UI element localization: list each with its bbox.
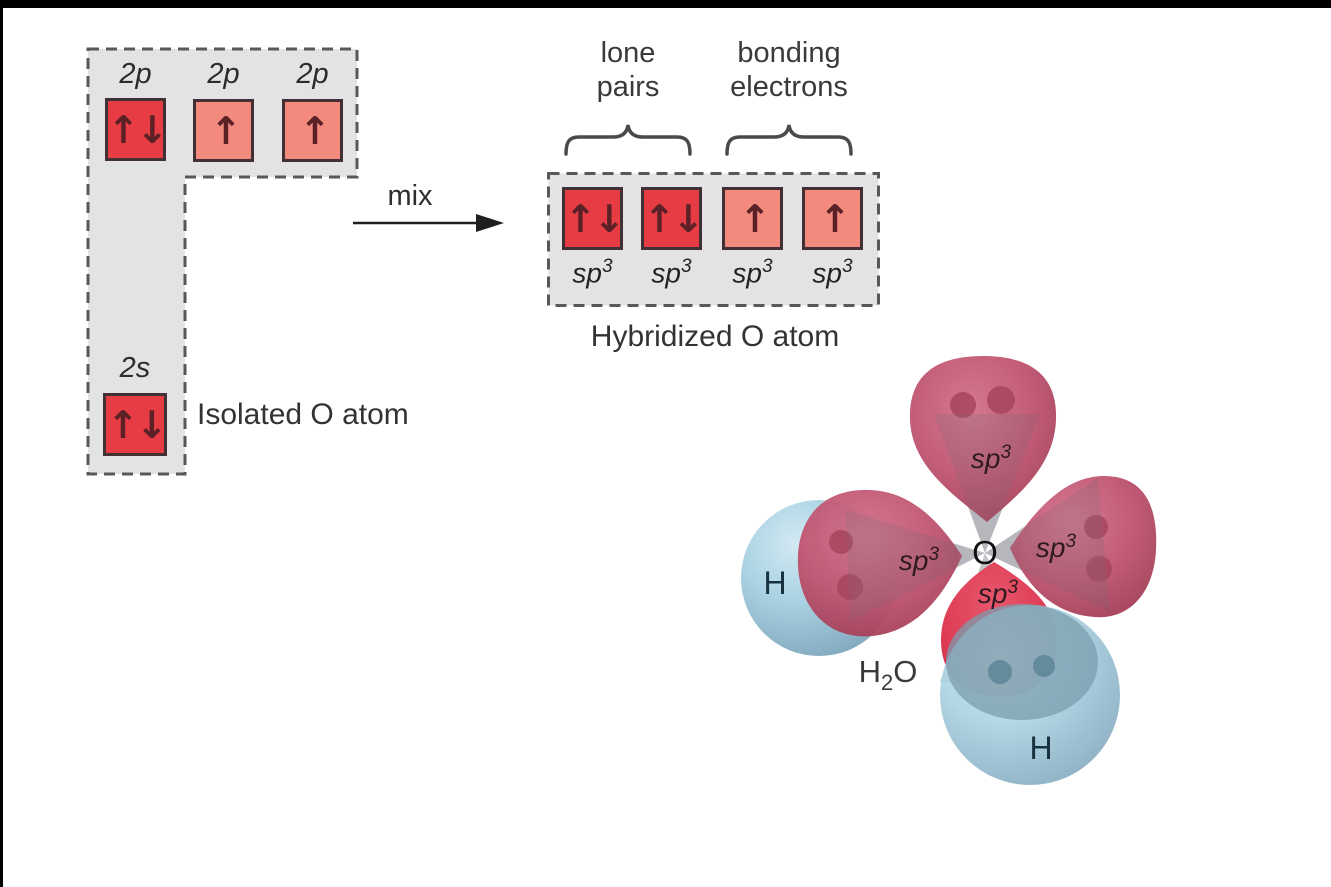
h2o-formula: H2O (859, 654, 918, 695)
isolated-caption: Isolated O atom (197, 398, 409, 431)
mix-label: mix (387, 180, 433, 212)
sp3-lobe-label-bottom: sp3 (978, 577, 1019, 609)
dot (837, 574, 863, 600)
orbital-box-2p-single-2: ↑ (282, 99, 343, 162)
electron-arrows: ↑ (210, 108, 242, 153)
orbital-cones-over (846, 414, 1110, 622)
orbital-box-2s: ↑↓ (103, 393, 168, 456)
orbital-label-2s: 2s (119, 352, 151, 384)
hybrid-box-3: ↑ (722, 187, 783, 250)
hydrogen-label-left: H (763, 565, 786, 601)
hybrid-box-2: ↑↓ (641, 187, 705, 250)
dot (987, 386, 1015, 414)
electron-arrows: ↑↓ (643, 196, 705, 241)
bonding-line1: bonding (737, 37, 841, 69)
orbital-label-2p-1: 2p (119, 58, 152, 90)
orbital-label-2p-3: 2p (296, 58, 329, 90)
sp3-lobe-label-left: sp3 (899, 544, 940, 576)
sp-sup: 3 (762, 256, 773, 277)
top-black-bar (0, 0, 1331, 8)
sp-sup: 3 (842, 256, 853, 277)
electron-arrows: ↑ (819, 196, 851, 241)
cone-top-over (934, 414, 1040, 553)
sp-base: sp (651, 257, 681, 289)
dot (950, 392, 976, 418)
hydrogen-label-bottom: H (1029, 730, 1052, 766)
lone-pairs-line2: pairs (596, 71, 660, 103)
electron-arrows: ↑ (299, 108, 331, 153)
sp-base: sp (572, 257, 602, 289)
sp3-label-4: sp3 (802, 256, 863, 289)
dot (1084, 515, 1108, 539)
lobe-left (797, 489, 962, 637)
mix-arrow (353, 214, 504, 232)
sp-base: sp (732, 257, 762, 289)
lobe-through-sphere (946, 604, 1098, 720)
brace-path (564, 124, 692, 156)
dot (1033, 655, 1055, 677)
sp3-lobe-label-top: sp3 (971, 442, 1012, 474)
sp-sup: 3 (602, 256, 613, 277)
electron-arrows: ↑↓ (107, 107, 169, 152)
hybrid-box-1: ↑↓ (562, 187, 626, 250)
dot (829, 530, 853, 554)
sp-sup: 3 (681, 256, 692, 277)
sp3-label-3: sp3 (722, 256, 783, 289)
electron-arrows: ↑↓ (107, 402, 168, 447)
lone-pairs-label: lone pairs (563, 36, 693, 104)
sp3-label-1: sp3 (562, 256, 623, 289)
brace-path (725, 124, 853, 156)
cone-right-over (985, 478, 1110, 612)
lobe-right (1010, 476, 1157, 618)
lone-pairs-line1: lone (600, 37, 656, 69)
lobe-electron-dots (829, 386, 1112, 600)
electron-arrows: ↑↓ (564, 196, 626, 241)
orbital-box-2p-single-1: ↑ (193, 99, 254, 162)
hybrid-box-4: ↑ (802, 187, 863, 250)
lone-pairs-brace (564, 124, 692, 156)
dot (1086, 556, 1112, 582)
bonding-brace (725, 124, 853, 156)
electron-arrows: ↑ (739, 196, 771, 241)
lobe-top (909, 356, 1057, 522)
orbital-label-2p-2: 2p (207, 58, 240, 90)
bonding-electrons-label: bonding electrons (700, 36, 878, 104)
dot (988, 660, 1012, 684)
hybridized-caption: Hybridized O atom (590, 320, 840, 353)
oxygen-label: O (972, 534, 998, 571)
bonding-line2: electrons (730, 71, 848, 103)
sp3-lobe-label-right: sp3 (1036, 531, 1077, 563)
mix-arrow-head (476, 214, 504, 232)
water-molecule-model: sp3 sp3 sp3 sp3 O H H H2O (741, 356, 1157, 785)
sp3-label-2: sp3 (641, 256, 702, 289)
cone-left-over (846, 510, 985, 622)
sp-base: sp (812, 257, 842, 289)
orbital-box-2p-paired: ↑↓ (105, 98, 169, 161)
hydrogen-sphere-bottom-group (940, 604, 1120, 785)
left-black-bar (0, 0, 3, 887)
